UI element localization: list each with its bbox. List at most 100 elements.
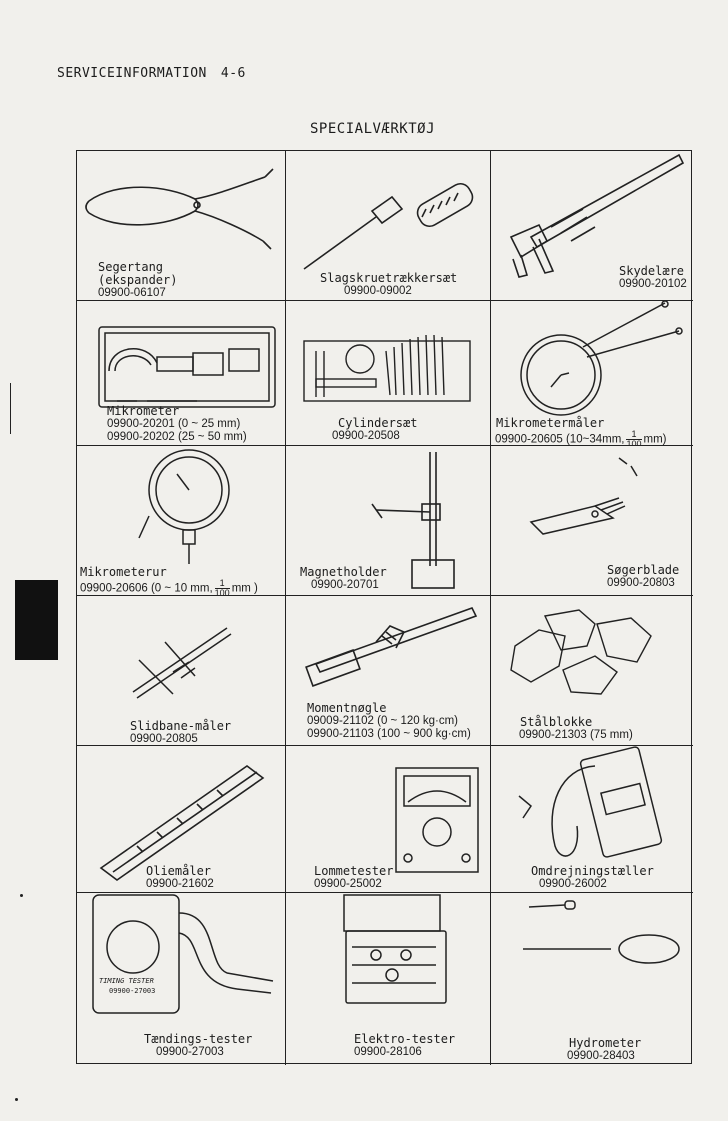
fraction-numerator: 1 bbox=[626, 430, 642, 440]
tool-cell-segertang: Segertang (ekspander) 09900-06107 bbox=[77, 151, 286, 301]
tool-name: Stålblokke bbox=[520, 715, 593, 729]
tool-name: Skydelære bbox=[619, 264, 685, 278]
tool-name: Elektro-tester bbox=[354, 1032, 456, 1046]
tool-cell-mikrometer: Mikrometer 09900-20201 (0 ~ 25 mm) 09900… bbox=[77, 301, 286, 446]
part-number: 09900-20508 bbox=[332, 430, 400, 442]
tool-label: Skydelære 09900-20102 bbox=[619, 265, 687, 291]
tool-label: Cylindersæt 09900-20508 bbox=[332, 417, 417, 443]
tool-name: Søgerblade bbox=[607, 563, 680, 577]
tool-cell-oliemaaler: Oliemåler 09900-21602 bbox=[77, 746, 286, 893]
tool-cell-staalblokke: Stålblokke 09900-21303 (75 mm) bbox=[491, 596, 693, 746]
tool-label: Søgerblade 09900-20803 bbox=[607, 564, 679, 590]
pocket-tester-illustration bbox=[395, 767, 479, 873]
header-section: SERVICEINFORMATION bbox=[57, 66, 207, 81]
part-number: 09900-27003 bbox=[156, 1046, 224, 1058]
part-number: 09900-06107 bbox=[98, 287, 166, 299]
tool-name: Magnetholder bbox=[300, 565, 387, 579]
tool-name: Tændings-tester bbox=[144, 1032, 253, 1046]
part-number-text: 09900-20606 (0 ~ 10 mm, bbox=[80, 582, 213, 595]
tachometer-illustration bbox=[518, 746, 663, 858]
tool-cell-cylindersaet: Cylindersæt 09900-20508 bbox=[286, 301, 491, 446]
impact-driver-illustration bbox=[303, 182, 474, 270]
tool-name: Mikrometermåler bbox=[496, 416, 605, 430]
tool-label: Stålblokke 09900-21303 (75 mm) bbox=[519, 716, 633, 742]
tread-depth-gauge-illustration bbox=[132, 627, 232, 699]
oil-gauge-illustration bbox=[99, 765, 265, 881]
page-title: SPECIALVÆRKTØJ bbox=[310, 121, 436, 137]
part-number: 09900-20701 bbox=[311, 579, 379, 591]
part-number: 09900-28403 bbox=[567, 1050, 635, 1062]
part-number: 09900-21103 (100 ~ 900 kg·cm) bbox=[307, 728, 471, 740]
tool-name: Momentnøgle bbox=[307, 701, 387, 715]
tool-cell-slidbane-maaler: Slidbane-måler 09900-20805 bbox=[77, 596, 286, 746]
tool-name: Slidbane-måler bbox=[130, 719, 232, 733]
fraction-unit: mm ) bbox=[231, 582, 258, 595]
part-number: 09900-25002 bbox=[314, 878, 382, 890]
snap-ring-pliers-illustration bbox=[85, 168, 274, 250]
micrometer-set-illustration bbox=[98, 326, 276, 408]
steel-blocks-illustration bbox=[510, 609, 652, 695]
torque-wrench-illustration bbox=[305, 607, 478, 687]
timing-tester-illustration bbox=[92, 894, 274, 1014]
magnetic-stand-illustration bbox=[371, 452, 455, 589]
feeler-gauge-illustration bbox=[529, 457, 638, 535]
tool-label: Slagskruetrækkersæt 09900-09002 bbox=[320, 272, 457, 298]
tool-cell-magnetholder: Magnetholder 09900-20701 bbox=[286, 446, 491, 596]
tool-name: Segertang bbox=[98, 260, 164, 274]
device-label-code: 09900-27003 bbox=[109, 987, 156, 995]
part-number: 09900-26002 bbox=[539, 878, 607, 890]
part-number: 09009-21102 (0 ~ 120 kg·cm) bbox=[307, 715, 458, 727]
tool-name: Oliemåler bbox=[146, 864, 212, 878]
fraction-denominator: 100 bbox=[626, 439, 642, 446]
part-number: 09900-20201 (0 ~ 25 mm) bbox=[107, 418, 241, 430]
tool-cell-taendings-tester: TIMING TESTER 09900-27003 Tændings-teste… bbox=[77, 893, 286, 1065]
tool-name: Mikrometerur bbox=[80, 565, 167, 579]
fraction-numerator: 1 bbox=[214, 579, 230, 589]
part-number: 09900-20803 bbox=[607, 577, 675, 589]
fraction-denominator: 100 bbox=[214, 588, 230, 596]
section-tab bbox=[15, 580, 58, 660]
electro-tester-illustration bbox=[343, 894, 447, 1004]
tool-cell-omdrejningstaeller: Omdrejningstæller 09900-26002 bbox=[491, 746, 693, 893]
tool-label: Magnetholder 09900-20701 bbox=[300, 566, 387, 592]
tool-cell-skydelaere: Skydelære 09900-20102 bbox=[491, 151, 693, 301]
micrometer-gauge-illustration bbox=[520, 301, 683, 416]
dial-gauge-illustration bbox=[138, 449, 230, 564]
part-number: 09900-20805 bbox=[130, 733, 198, 745]
tool-label: Omdrejningstæller 09900-26002 bbox=[531, 865, 654, 891]
tool-label: Segertang (ekspander) 09900-06107 bbox=[98, 261, 177, 300]
speck bbox=[20, 894, 23, 897]
tool-label: Slidbane-måler 09900-20805 bbox=[130, 720, 231, 746]
tool-label: Lommetester 09900-25002 bbox=[314, 865, 393, 891]
tool-label: Tændings-tester 09900-27003 bbox=[144, 1033, 252, 1059]
tool-name: Mikrometer bbox=[107, 404, 180, 418]
device-label-brand: TIMING TESTER bbox=[99, 977, 154, 985]
tool-name: Lommetester bbox=[314, 864, 394, 878]
part-number: 09900-09002 bbox=[344, 285, 412, 297]
tool-label: Elektro-tester 09900-28106 bbox=[354, 1033, 455, 1059]
tool-cell-elektro-tester: Elektro-tester 09900-28106 bbox=[286, 893, 491, 1065]
tool-grid: Segertang (ekspander) 09900-06107 Slagsk… bbox=[76, 150, 693, 1065]
tool-cell-slagskruetraekkersaet: Slagskruetrækkersæt 09900-09002 bbox=[286, 151, 491, 301]
tool-label: Oliemåler 09900-21602 bbox=[146, 865, 214, 891]
tool-label: Hydrometer 09900-28403 bbox=[567, 1036, 642, 1063]
part-number: 09900-21602 bbox=[146, 878, 214, 890]
part-number: 09900-21303 (75 mm) bbox=[519, 729, 633, 741]
part-number-text: 09900-20605 (10~34mm, bbox=[495, 433, 625, 446]
tool-name: Hydrometer bbox=[569, 1036, 642, 1050]
tool-cell-soegerblade: Søgerblade 09900-20803 bbox=[491, 446, 693, 596]
tool-name: Slagskruetrækkersæt bbox=[320, 271, 458, 285]
tool-label: Momentnøgle 09009-21102 (0 ~ 120 kg·cm) … bbox=[307, 702, 471, 741]
tool-cell-momentnoegle: Momentnøgle 09009-21102 (0 ~ 120 kg·cm) … bbox=[286, 596, 491, 746]
part-number: 09900-20202 (25 ~ 50 mm) bbox=[107, 431, 247, 443]
cylinder-gauge-set-illustration bbox=[303, 334, 471, 402]
tool-name-suffix: (ekspander) bbox=[98, 273, 178, 287]
tool-label: Mikrometer 09900-20201 (0 ~ 25 mm) 09900… bbox=[107, 405, 247, 444]
